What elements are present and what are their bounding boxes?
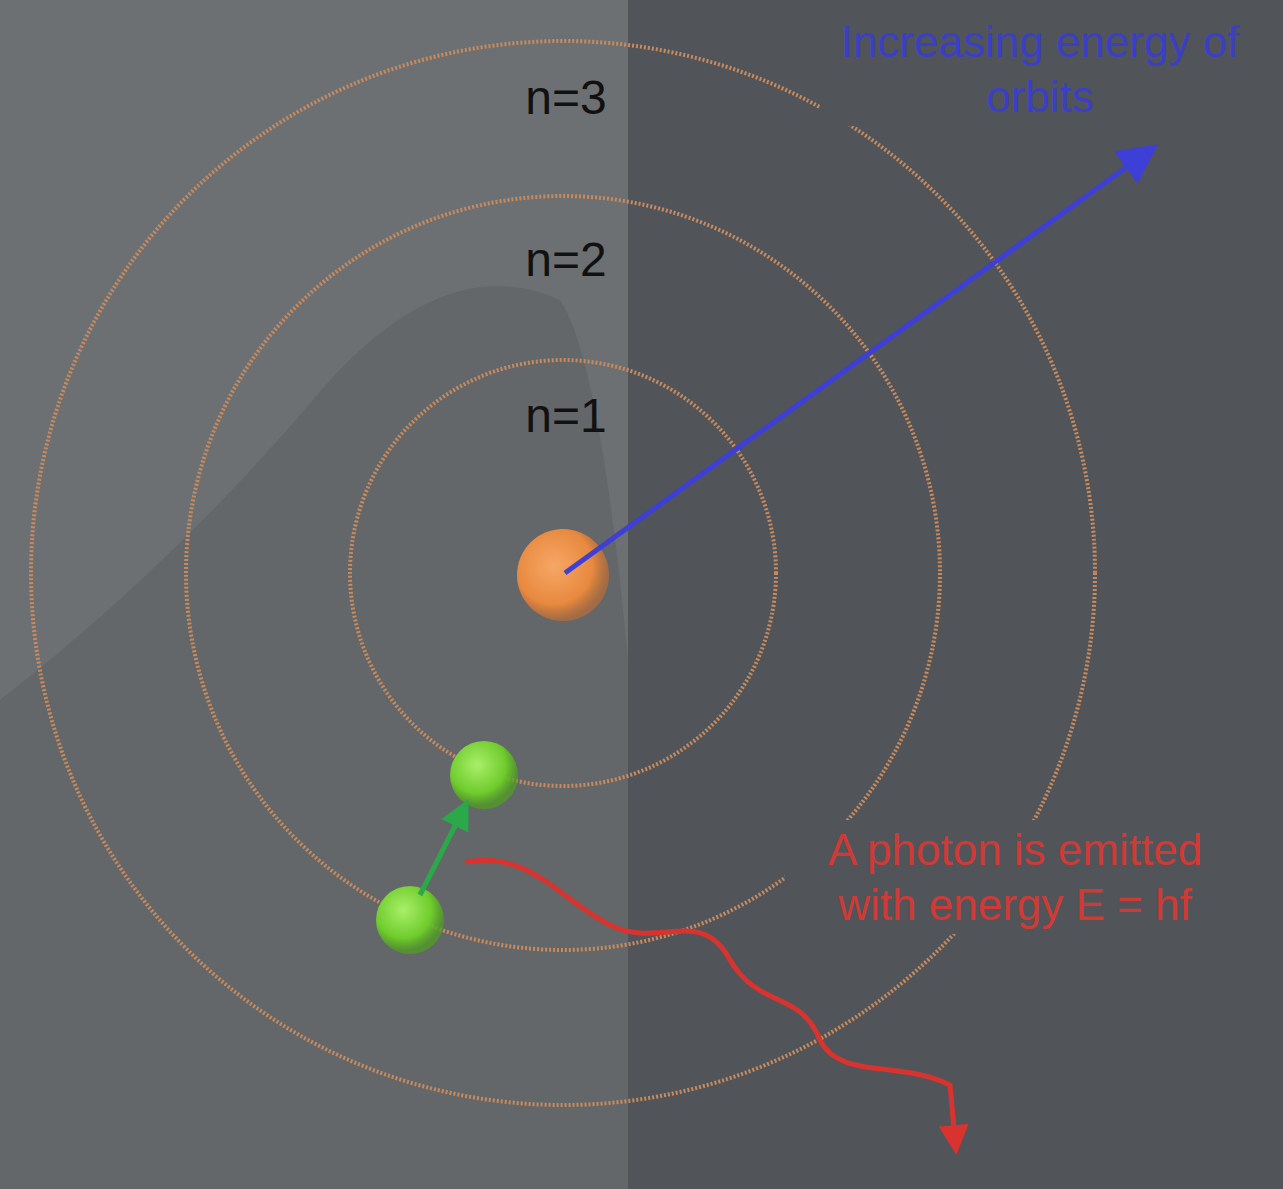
nucleus [517, 529, 609, 621]
orbits [31, 41, 1095, 1105]
orbit-label: n=3 [466, 68, 666, 128]
axis-label: Increasing energy of orbits [820, 12, 1260, 126]
light-panel [0, 0, 628, 1189]
energy-arrow [565, 150, 1150, 573]
transition-arrow [420, 808, 464, 895]
orbit-n1 [350, 360, 776, 786]
electron-initial [376, 886, 444, 954]
electron-final [450, 741, 518, 809]
orbit-label: n=1 [466, 386, 666, 446]
orbit-label: n=2 [466, 230, 666, 290]
orbit-n3 [31, 41, 1095, 1105]
photon-note: A photon is emitted with energy E = hf [785, 820, 1245, 934]
